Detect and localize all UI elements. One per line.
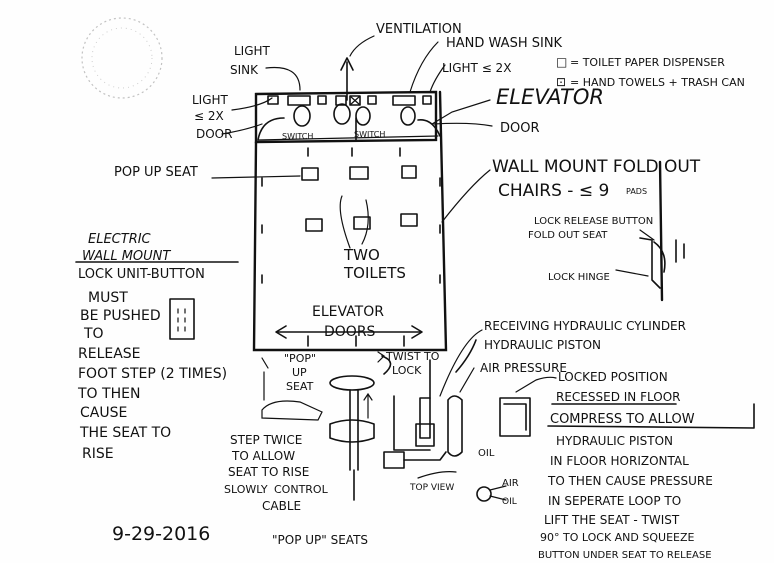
label-switch-left: SWITCH — [282, 132, 313, 141]
label-control-1: CONTROL — [274, 483, 329, 496]
label-pop-up-seat: POP UP SEAT — [114, 165, 198, 180]
label-elevator-doors-1: ELEVATOR — [312, 304, 384, 320]
label-door-right: DOOR — [500, 121, 540, 136]
air-oil-symbol — [476, 485, 507, 502]
legend-hand-towels: = HAND TOWELS + TRASH CAN — [570, 76, 745, 89]
label-receiving-cylinder: RECEIVING HYDRAULIC CYLINDER — [484, 319, 686, 333]
label-recessed-9: BUTTON UNDER SEAT TO RELEASE — [538, 550, 712, 561]
label-wall-mount-2: CHAIRS - ≤ 9 — [498, 181, 609, 201]
recessed-box — [547, 403, 755, 429]
label-lock-release-2: FOLD OUT SEAT — [528, 230, 608, 241]
label-recessed-4: IN FLOOR HORIZONTAL — [550, 454, 689, 468]
label-recessed-8: 90° TO LOCK AND SQUEEZE — [540, 531, 695, 544]
label-two: TWO — [343, 246, 380, 264]
label-electric-3: LOCK UNIT-BUTTON — [78, 267, 205, 282]
ceiling-fixtures — [257, 95, 441, 141]
label-lock-release-1: LOCK RELEASE BUTTON — [534, 216, 653, 227]
lock-unit-button-panel — [75, 261, 239, 340]
label-must-3: TO — [83, 326, 104, 342]
label-control-2: CABLE — [262, 499, 301, 513]
ventilation-arrow — [340, 57, 354, 101]
label-hand-wash-sink: HAND WASH SINK — [446, 36, 563, 51]
label-elevator: ELEVATOR — [496, 85, 604, 109]
label-step-1: STEP TWICE — [230, 433, 302, 447]
label-pop-3: SEAT — [286, 380, 314, 393]
label-pop-1: "POP" — [284, 352, 316, 365]
label-wall-mount-1: WALL MOUNT FOLD OUT — [492, 157, 701, 177]
label-recessed-1: RECESSED IN FLOOR — [556, 390, 680, 404]
locked-position-box — [499, 376, 557, 437]
label-door-left: DOOR — [196, 127, 232, 141]
label-must-5: FOOT STEP (2 TIMES) — [78, 366, 227, 382]
label-recessed-5: TO THEN CAUSE PRESSURE — [547, 474, 713, 488]
label-electric-1: ELECTRIC — [88, 232, 152, 247]
label-twist-2: LOCK — [392, 364, 422, 377]
label-oil-top: OIL — [478, 448, 495, 459]
pop-up-seat-markers — [301, 165, 418, 232]
label-light-top: LIGHT — [234, 44, 271, 58]
label-sink: SINK — [230, 63, 259, 77]
label-air-pressure: AIR PRESSURE — [480, 361, 567, 375]
label-step-3: SEAT TO RISE — [228, 465, 309, 479]
label-recessed-6: IN SEPERATE LOOP TO — [548, 494, 681, 508]
label-recessed-3: HYDRAULIC PISTON — [556, 434, 673, 448]
label-must-1: MUST — [88, 290, 128, 306]
label-twist-1: TWIST TO — [385, 350, 440, 363]
label-step-2: TO ALLOW — [231, 449, 295, 463]
legend-toilet-paper: = TOILET PAPER DISPENSER — [570, 56, 725, 69]
hydraulic-seat-mechanism — [261, 329, 483, 501]
label-air: AIR — [502, 478, 519, 489]
label-step-4: SLOWLY — [224, 483, 268, 496]
label-date: 9-29-2016 — [112, 523, 210, 545]
label-recessed-2: COMPRESS TO ALLOW — [550, 412, 695, 427]
label-ventilation: VENTILATION — [376, 22, 462, 37]
label-wall-mount-sub: PADS — [626, 187, 647, 196]
label-toilets: TOILETS — [343, 264, 406, 282]
label-locked-position: LOCKED POSITION — [558, 370, 668, 384]
label-must-4: RELEASE — [78, 346, 141, 362]
label-recessed-7: LIFT THE SEAT - TWIST — [544, 513, 680, 527]
label-light-2x-left: ≤ 2X — [194, 109, 224, 123]
label-light-left: LIGHT — [192, 93, 229, 107]
label-elevator-doors-2: DOORS — [324, 324, 376, 340]
legend-toilet-symbol: □ — [556, 55, 567, 69]
label-must-8: THE SEAT TO — [79, 425, 171, 441]
label-light-2x-right: LIGHT ≤ 2X — [442, 61, 511, 75]
label-must-9: RISE — [82, 446, 114, 462]
label-hydraulic-piston: HYDRAULIC PISTON — [484, 338, 601, 352]
legend-towel-symbol: ⊡ — [556, 75, 566, 89]
label-top-view: TOP VIEW — [409, 483, 454, 493]
label-must-2: BE PUSHED — [80, 308, 161, 324]
label-switch-right: SWITCH — [354, 130, 385, 139]
label-lock-hinge: LOCK HINGE — [548, 272, 610, 283]
label-electric-2: WALL MOUNT — [82, 249, 171, 264]
label-pop-2: UP — [292, 366, 307, 379]
fold-out-chair-sketch — [615, 160, 685, 302]
label-oil-bottom: OIL — [502, 497, 517, 507]
notary-stamp-mark — [81, 17, 163, 99]
leader-lines — [211, 35, 493, 249]
label-must-6: TO THEN — [77, 386, 140, 402]
label-must-7: CAUSE — [80, 405, 127, 421]
label-pop-up-seats: "POP UP" SEATS — [272, 533, 368, 547]
elevator-doors-arrow — [275, 325, 423, 339]
